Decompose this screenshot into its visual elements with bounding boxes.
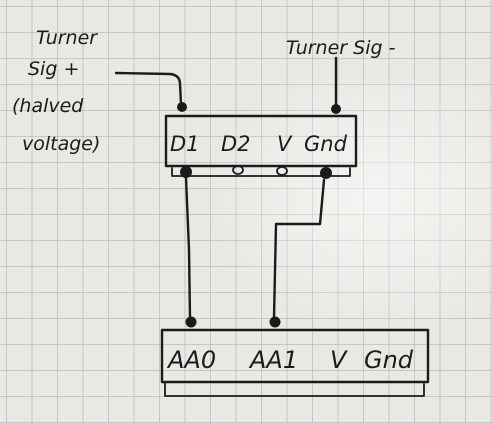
top-pin-gnd: Gnd <box>304 132 348 156</box>
top-board-bottom-edge <box>171 167 351 177</box>
left-note-line-3: (halved <box>12 95 84 117</box>
bottom-board-bottom-edge <box>164 381 425 397</box>
junction-aa1 <box>269 316 281 328</box>
left-note: Turner Sig + (halved voltage) <box>12 27 100 155</box>
junction-gnd-top <box>331 104 341 114</box>
wire-gnd-aa1 <box>272 178 326 320</box>
wire-sig-plus <box>114 71 183 106</box>
bottom-board-outline <box>160 328 430 384</box>
bottom-board: AA0 AA1 V Gnd <box>160 328 430 397</box>
pad-d2 <box>232 165 244 175</box>
bottom-pin-aa0: AA0 <box>166 346 216 374</box>
top-board: D1 D2 V Gnd <box>164 114 358 177</box>
bottom-pin-gnd: Gnd <box>364 346 414 374</box>
bottom-pin-v: V <box>330 346 348 374</box>
pad-d1 <box>180 166 192 178</box>
right-note: Turner Sig - <box>286 37 396 59</box>
junction-aa0 <box>185 316 197 328</box>
top-pin-v: V <box>277 132 293 156</box>
top-pin-d2: D2 <box>221 132 251 156</box>
left-note-line-2: Sig + <box>28 58 79 80</box>
junction-d1-top <box>177 102 187 112</box>
top-pin-d1: D1 <box>170 132 200 156</box>
bottom-pin-aa1: AA1 <box>248 346 298 374</box>
wire-d1-aa0 <box>184 176 192 320</box>
left-note-line-4: voltage) <box>22 133 100 155</box>
pad-v <box>276 166 288 176</box>
left-note-line-1: Turner <box>36 27 98 49</box>
pad-gnd <box>320 167 332 179</box>
top-board-outline <box>164 114 358 168</box>
